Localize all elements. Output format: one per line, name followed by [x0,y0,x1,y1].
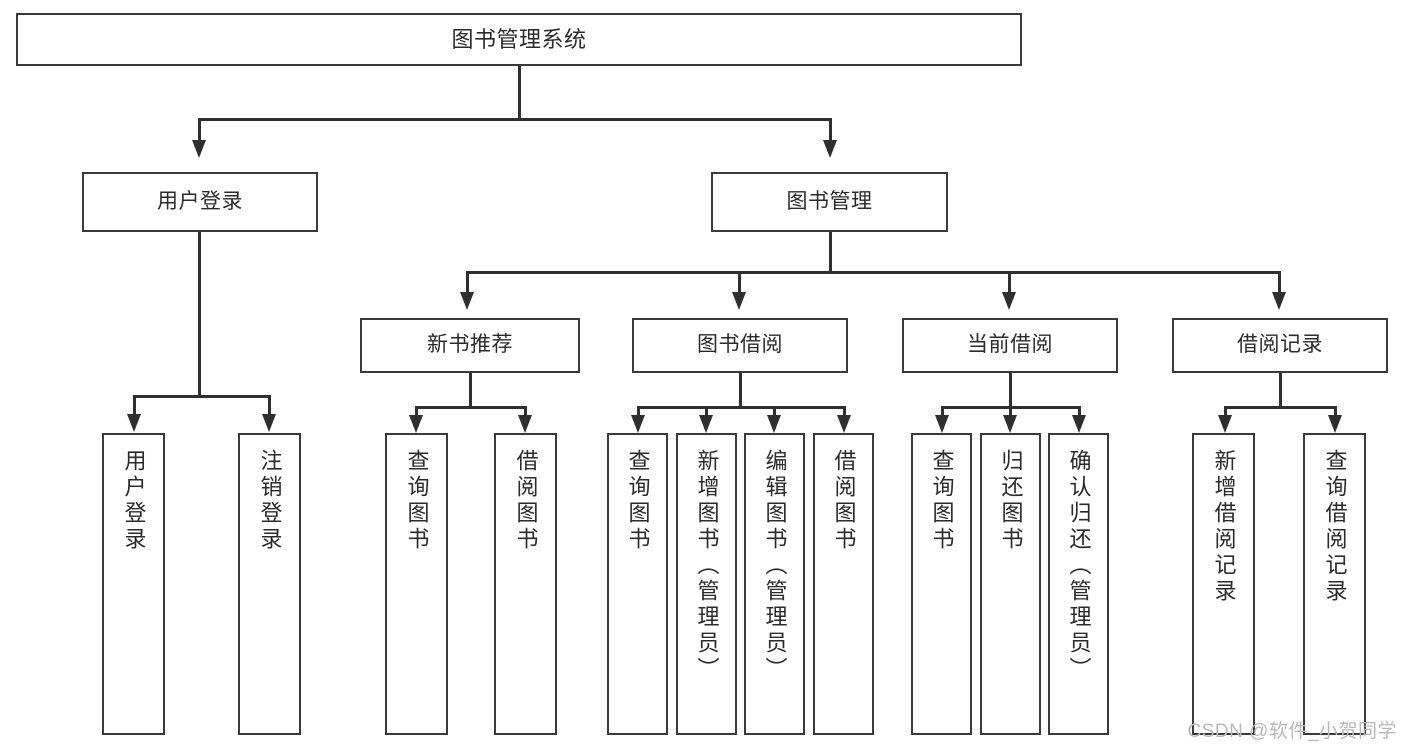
node-label: 借阅记录 [1237,333,1323,357]
connector-borrow-record-bus [1224,406,1336,409]
arrowhead-current-borrow-3 [1072,415,1086,433]
connector-user-login-stem [198,232,201,395]
node-label: 查询图书 [929,449,955,553]
node-label: 编辑图书（管理员） [762,449,788,683]
node-leaf-add-book[interactable]: 新增图书（管理员） [676,433,737,735]
node-label: 确认归还（管理员） [1066,449,1092,683]
connector-book-manage-drop-2 [738,271,741,299]
arrowhead-root-to-user-login [192,140,206,158]
connector-root-to-user-login [198,118,201,148]
node-label: 新增图书（管理员） [694,449,720,683]
connector-root-stem [518,66,521,118]
arrowhead-borrow-record-2 [1328,415,1342,433]
node-leaf-user-logout[interactable]: 注销登录 [238,433,301,735]
arrowhead-book-borrow-1 [631,415,645,433]
node-leaf-confirm-return[interactable]: 确认归还（管理员） [1048,433,1109,735]
arrowhead-user-login-2 [262,414,276,432]
connector-current-borrow-stem [1009,373,1012,406]
node-leaf-return-book[interactable]: 归还图书 [980,433,1041,735]
arrowhead-book-borrow-4 [837,415,851,433]
node-borrow-record[interactable]: 借阅记录 [1172,318,1388,373]
connector-book-manage-drop-1 [466,271,469,299]
node-leaf-add-record[interactable]: 新增借阅记录 [1192,433,1255,735]
node-label: 用户登录 [121,449,147,553]
connector-book-borrow-bus [637,406,846,409]
node-leaf-borrow-book-1[interactable]: 借阅图书 [494,433,557,735]
arrowhead-book-manage-3 [1002,292,1016,310]
node-leaf-user-login[interactable]: 用户登录 [102,433,165,735]
connector-book-manage-bus [466,271,1280,274]
connector-book-manage-stem [829,232,832,271]
node-book-manage[interactable]: 图书管理 [711,172,948,232]
node-label: 新增借阅记录 [1211,449,1237,605]
node-label: 借阅图书 [513,449,539,553]
node-leaf-query-book-3[interactable]: 查询图书 [911,433,972,735]
node-leaf-edit-book[interactable]: 编辑图书（管理员） [744,433,805,735]
connector-new-book-rec-stem [469,373,472,406]
arrowhead-book-manage-2 [732,292,746,310]
node-leaf-query-book-2[interactable]: 查询图书 [607,433,668,735]
node-new-book-rec[interactable]: 新书推荐 [360,318,580,373]
node-label: 借阅图书 [831,449,857,553]
node-current-borrow[interactable]: 当前借阅 [902,318,1118,373]
node-label: 当前借阅 [967,333,1053,357]
arrowhead-book-borrow-2 [699,415,713,433]
connector-user-login-drop-1 [133,395,136,422]
node-book-borrow[interactable]: 图书借阅 [632,318,848,373]
arrowhead-book-manage-1 [460,292,474,310]
node-label: 查询图书 [404,449,430,553]
arrowhead-new-book-rec-1 [409,415,423,433]
csdn-watermark: CSDN @软件_小贺同学 [1187,721,1397,742]
connector-user-login-bus [133,395,271,398]
node-root-system[interactable]: 图书管理系统 [16,13,1022,66]
connector-book-manage-drop-3 [1008,271,1011,299]
connector-user-login-drop-2 [268,395,271,422]
arrowhead-current-borrow-2 [1003,415,1017,433]
connector-book-manage-drop-4 [1278,271,1281,299]
node-leaf-query-book-1[interactable]: 查询图书 [385,433,448,735]
node-label: 新书推荐 [427,333,513,357]
node-label: 用户登录 [157,189,243,213]
connector-root-to-book-manage [829,118,832,148]
node-label: 查询借阅记录 [1322,449,1348,605]
arrowhead-current-borrow-1 [935,415,949,433]
arrowhead-borrow-record-1 [1218,415,1232,433]
connector-book-borrow-stem [739,373,742,406]
node-label: 归还图书 [998,449,1024,553]
node-label: 查询图书 [625,449,651,553]
node-leaf-query-record[interactable]: 查询借阅记录 [1303,433,1366,735]
arrowhead-book-borrow-3 [767,415,781,433]
node-leaf-borrow-book-2[interactable]: 借阅图书 [813,433,874,735]
node-user-login[interactable]: 用户登录 [82,172,318,232]
node-label: 注销登录 [257,449,283,553]
node-label: 图书管理 [786,189,873,213]
node-label: 图书管理系统 [451,26,587,52]
connector-new-book-rec-bus [415,406,527,409]
arrowhead-new-book-rec-2 [518,415,532,433]
connector-root-bus [198,118,832,121]
arrowhead-book-manage-4 [1272,292,1286,310]
arrowhead-root-to-book-manage [823,140,837,158]
node-label: 图书借阅 [697,333,783,357]
arrowhead-user-login-1 [127,414,141,432]
connector-borrow-record-stem [1279,373,1282,406]
